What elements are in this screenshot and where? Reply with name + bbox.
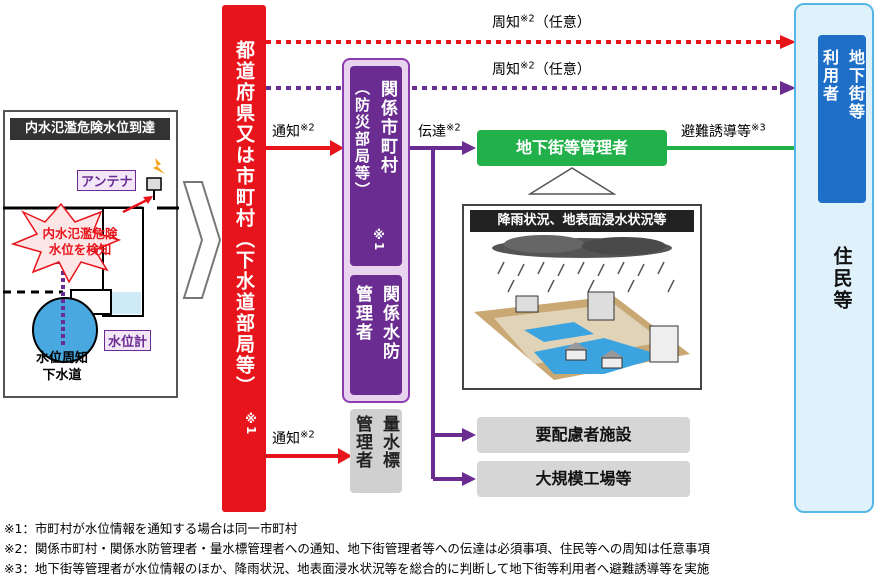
gauge-line2: 管理者	[352, 415, 372, 469]
city-box: 関係市町村 （防災部局等）	[350, 66, 402, 266]
gauge-line1: 量水標	[379, 415, 399, 469]
water-gauge-label: 水位計	[104, 330, 152, 351]
facility-factory: 大規模工場等	[477, 461, 690, 497]
notice-label-1: 周知※2（任意）	[492, 13, 591, 31]
hollow-arrow	[182, 181, 222, 299]
notify-label-top: 通知※2	[272, 122, 315, 140]
evac-label: 避難誘導等※3	[681, 122, 766, 140]
prefecture-bar	[222, 5, 266, 512]
users-line2: 利用者	[820, 49, 839, 103]
notify-label-bottom: 通知※2	[272, 429, 315, 447]
underground-manager-box: 地下街等管理者	[477, 130, 667, 166]
note-1: ※1：市町村が水位情報を通知する場合は同一市町村	[4, 521, 298, 536]
sewer-line2: 下水道	[42, 368, 82, 383]
left-panel-title: 内水氾濫危険水位到達	[10, 118, 170, 140]
city-flood-illustration	[474, 235, 690, 380]
gauge-manager-box: 量水標 管理者	[350, 409, 402, 493]
residents-label: 住民等	[830, 246, 853, 312]
rain-box-title: 降雨状況、地表面浸水状況等	[470, 210, 694, 232]
convey-label: 伝達※2	[418, 122, 461, 140]
sewer-illustration	[3, 158, 179, 363]
users-line1: 地下街等	[846, 49, 865, 121]
notice-label-2: 周知※2（任意）	[492, 60, 591, 78]
city-line2: （防災部局等）	[353, 80, 371, 199]
prefecture-label: 都道府県又は市町村（下水道部局等）	[233, 40, 255, 397]
flood-manager-box: 関係水防 管理者	[350, 275, 402, 395]
flood-line2: 管理者	[352, 285, 372, 342]
city-note: ※1	[372, 228, 386, 251]
prefecture-note: ※1	[244, 412, 258, 435]
burst-line1: 内水氾濫危険	[42, 226, 118, 241]
facility-vulnerable: 要配慮者施設	[477, 417, 690, 453]
sewer-label: 水位周知 下水道	[22, 350, 102, 384]
burst-line2: 水位を検知	[48, 242, 112, 257]
underground-users-box: 地下街等 利用者	[818, 35, 866, 203]
sewer-line1: 水位周知	[35, 351, 88, 366]
antenna-label: アンテナ	[77, 170, 137, 191]
note-3: ※3：地下街等管理者が水位情報のほか、降雨状況、地表面浸水状況等を総合的に判断し…	[4, 561, 710, 576]
flood-line1: 関係水防	[379, 285, 399, 361]
burst-text: 内水氾濫危険 水位を検知	[30, 226, 130, 258]
city-line1: 関係市町村	[377, 80, 397, 175]
note-2: ※2：関係市町村・関係水防管理者・量水標管理者への通知、地下街管理者等への伝達は…	[4, 541, 710, 556]
